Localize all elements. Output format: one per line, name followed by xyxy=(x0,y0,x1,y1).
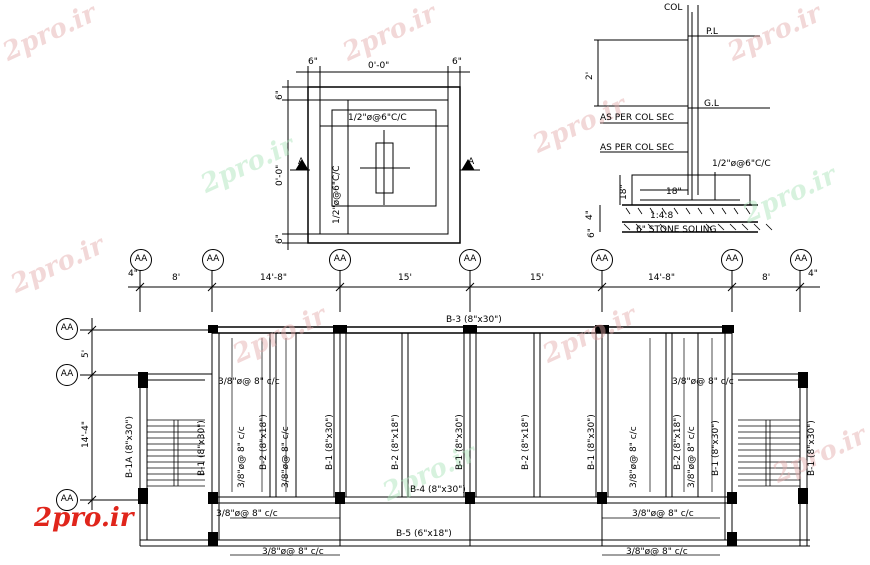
beam-b2-label: B-2 (8"x18") xyxy=(521,414,531,470)
section-gl-label: G.L xyxy=(704,99,719,109)
beam-b3-label: B-3 (8"x30") xyxy=(446,315,502,325)
stirrup-note: 3/8"ø@ 8" c/c xyxy=(262,547,324,557)
beam-b1-label: B-1 (8"x30") xyxy=(711,420,721,476)
beam-b1a-label: B-1A (8"x30") xyxy=(125,416,135,478)
grid-bubble: AA xyxy=(56,489,78,511)
beam-b2-label: B-2 (8"x18") xyxy=(673,414,683,470)
grid-dim: 15' xyxy=(398,273,412,283)
stirrup-note: 3/8"ø@ 8" c/c xyxy=(237,426,247,488)
beam-b5-label: B-5 (6"x18") xyxy=(396,529,452,539)
grid-dim: 15' xyxy=(530,273,544,283)
side-dim-14-4: 14'-4" xyxy=(81,420,91,448)
grid-dim: 8' xyxy=(762,273,771,283)
beam-b1-label: B-1 (8"x30") xyxy=(807,420,817,476)
beam-b1-label: B-1 (8"x30") xyxy=(455,414,465,470)
section-dim-4: 4" xyxy=(585,210,595,220)
footing-dim-top-right: 6" xyxy=(452,57,462,67)
section-dim-6: 6" xyxy=(587,228,597,238)
framing-plan xyxy=(139,326,810,556)
stirrup-note: 3/8"ø@ 8" c/c xyxy=(672,377,734,387)
grid-dim: 4" xyxy=(128,269,138,279)
beam-b1-label: B-1 (8"x30") xyxy=(325,414,335,470)
grid-bubble: AA xyxy=(56,318,78,340)
grid-bubble: AA xyxy=(591,249,613,271)
section-dim-18-vertical: 18" xyxy=(619,184,629,200)
grid-bubble: AA xyxy=(56,364,78,386)
beam-b2-label: B-2 (8"x18") xyxy=(391,414,401,470)
grid-dim: 4" xyxy=(808,269,818,279)
section-stone-soling: 6" STONE SOLING xyxy=(636,225,717,235)
section-dim-18-horizontal: 18" xyxy=(666,187,682,197)
grid-dim: 14'-8" xyxy=(260,273,288,283)
columns xyxy=(138,325,808,546)
footing-dim-left-top: 6" xyxy=(275,90,285,100)
section-col-label: COL xyxy=(664,3,683,13)
stirrup-note: 3/8"ø@ 8" c/c xyxy=(281,426,291,488)
grid-dimension-line xyxy=(128,270,820,312)
grid-bubble: AA xyxy=(202,249,224,271)
beam-b1-label: B-1 (8"x30") xyxy=(587,414,597,470)
footing-dim-left-bot: 6" xyxy=(275,234,285,244)
side-dim-5: 5' xyxy=(81,349,91,358)
section-pl-label: P.L xyxy=(706,27,718,37)
stirrup-note: 3/8"ø@ 8" c/c xyxy=(629,426,639,488)
side-dimension-line xyxy=(80,318,210,510)
section-mark-right: A xyxy=(468,157,475,167)
grid-bubble: AA xyxy=(329,249,351,271)
stirrup-note: 3/8"ø@ 8" c/c xyxy=(687,426,697,488)
brand-logo: 2pro.ir xyxy=(34,503,134,533)
stirrup-note: 3/8"ø@ 8" c/c xyxy=(216,509,278,519)
section-dim-2: 2' xyxy=(585,71,595,80)
stirrup-note: 3/8"ø@ 8" c/c xyxy=(632,509,694,519)
footing-plan xyxy=(282,66,480,250)
footing-section xyxy=(594,5,773,233)
section-note-1: AS PER COL SEC xyxy=(600,113,674,123)
footing-dim-top-mid: 0'-0" xyxy=(368,61,390,71)
section-mark-left: A xyxy=(298,157,305,167)
grid-bubble: AA xyxy=(459,249,481,271)
footing-rebar-vertical: 1/2"ø@6"C/C xyxy=(332,165,342,224)
grid-dim: 8' xyxy=(172,273,181,283)
beam-b1-label: B-1 (8"x30") xyxy=(197,420,207,476)
footing-dim-left-mid: 0'-0" xyxy=(275,164,285,186)
footing-dim-top-left: 6" xyxy=(308,57,318,67)
stirrup-note: 3/8"ø@ 8" c/c xyxy=(218,377,280,387)
section-note-2: AS PER COL SEC xyxy=(600,143,674,153)
beam-b2-label: B-2 (8"x18") xyxy=(259,414,269,470)
stirrup-note: 3/8"ø@ 8" c/c xyxy=(626,547,688,557)
grid-dim: 14'-8" xyxy=(648,273,676,283)
footing-rebar-horizontal: 1/2"ø@6"C/C xyxy=(348,113,407,123)
section-mix-ratio: 1:4:8 xyxy=(650,211,674,221)
grid-bubble: AA xyxy=(130,249,152,271)
grid-bubble: AA xyxy=(790,249,812,271)
grid-bubble: AA xyxy=(721,249,743,271)
section-rebar: 1/2"ø@6"C/C xyxy=(712,159,771,169)
beam-b4-label: B-4 (8"x30") xyxy=(410,485,466,495)
